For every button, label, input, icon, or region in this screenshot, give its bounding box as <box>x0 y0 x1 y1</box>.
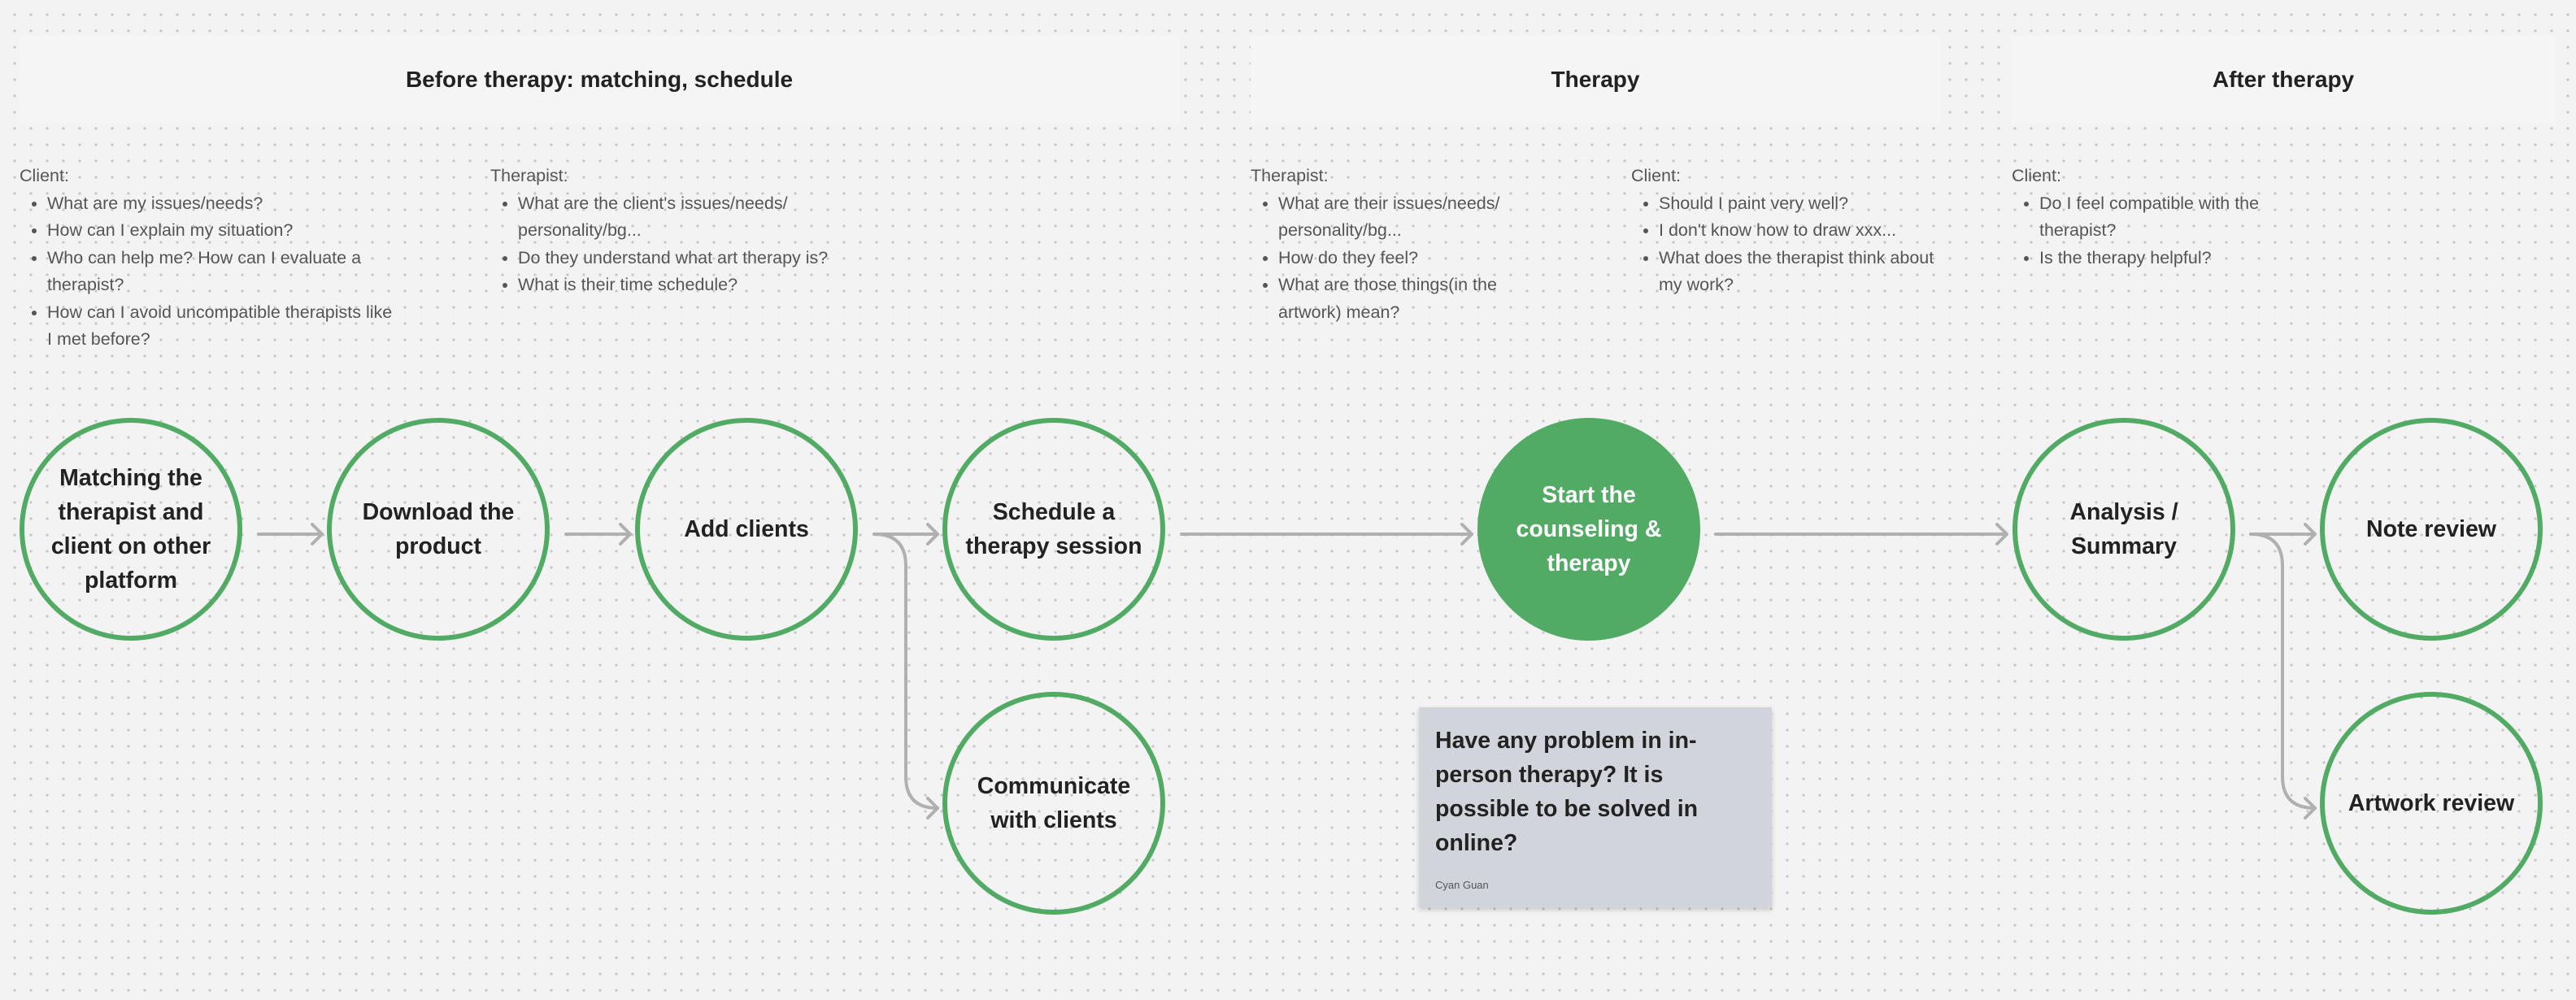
node-label: Add clients <box>684 516 809 542</box>
list-item: How can I avoid uncompatible therapists … <box>47 299 394 354</box>
sticky-note[interactable]: Have any problem in in-person therapy? I… <box>1419 707 1772 907</box>
list-item: Do I feel compatible with the therapist? <box>2039 190 2304 245</box>
node-label: Start the counseling & therapy <box>1516 482 1662 576</box>
sticky-author: Cyan Guan <box>1435 879 1489 891</box>
node-add-clients[interactable]: Add clients <box>635 418 858 641</box>
notes-list: What are my issues/needs? How can I expl… <box>20 190 394 354</box>
list-item: What are the client's issues/needs/ pers… <box>518 190 832 245</box>
list-item: What are those things(in the artwork) me… <box>1278 272 1531 326</box>
phase-header-therapy: Therapy <box>1251 36 1940 124</box>
node-label: Matching the therapist and client on oth… <box>50 465 211 593</box>
node-artwork-review[interactable]: Artwork review <box>2320 692 2543 915</box>
list-item: What are their issues/needs/ personality… <box>1278 190 1531 245</box>
arrow-schedule-to-start-therapy <box>1180 523 1473 546</box>
node-start-therapy[interactable]: Start the counseling & therapy <box>1477 418 1700 641</box>
node-label: Artwork review <box>2348 790 2515 816</box>
list-item: How can I explain my situation? <box>47 217 394 245</box>
list-item: What is their time schedule? <box>518 272 832 299</box>
notes-title: Therapist: <box>490 166 568 185</box>
arrow-download-to-add-clients <box>564 523 632 546</box>
list-item: How do they feel? <box>1278 245 1531 272</box>
notes-after-client: Client: Do I feel compatible with the th… <box>2012 163 2304 272</box>
phase-header-before-therapy: Before therapy: matching, schedule <box>20 36 1179 124</box>
list-item: What does the therapist think about my w… <box>1659 245 1940 299</box>
notes-therapy-therapist: Therapist: What are their issues/needs/ … <box>1251 163 1531 326</box>
node-communicate-clients[interactable]: Communicate with clients <box>942 692 1165 915</box>
notes-title: Client: <box>2012 166 2061 185</box>
arrow-analysis-to-artwork-review <box>2249 533 2317 820</box>
list-item: Who can help me? How can I evaluate a th… <box>47 245 394 299</box>
node-label: Communicate with clients <box>977 773 1131 833</box>
phase-header-after-therapy: After therapy <box>2012 36 2555 124</box>
notes-title: Therapist: <box>1251 166 1329 185</box>
node-download[interactable]: Download the product <box>327 418 550 641</box>
list-item: I don't know how to draw xxx... <box>1659 217 1940 245</box>
notes-list: Do I feel compatible with the therapist?… <box>2012 190 2304 272</box>
sticky-question: Have any problem in in-person therapy? I… <box>1435 728 1699 856</box>
arrow-add-clients-to-communicate <box>872 533 939 820</box>
node-label: Schedule a therapy session <box>965 499 1142 559</box>
arrow-start-therapy-to-analysis <box>1714 523 2008 546</box>
node-schedule-session[interactable]: Schedule a therapy session <box>942 418 1165 641</box>
notes-list: Should I paint very well? I don't know h… <box>1631 190 1940 299</box>
node-note-review[interactable]: Note review <box>2320 418 2543 641</box>
notes-before-client: Client: What are my issues/needs? How ca… <box>20 163 394 354</box>
node-label: Note review <box>2366 516 2496 542</box>
list-item: Should I paint very well? <box>1659 190 1940 218</box>
notes-list: What are the client's issues/needs/ pers… <box>490 190 832 299</box>
list-item: What are my issues/needs? <box>47 190 394 218</box>
node-analysis-summary[interactable]: Analysis / Summary <box>2012 418 2235 641</box>
notes-title: Client: <box>20 166 69 185</box>
notes-title: Client: <box>1631 166 1681 185</box>
list-item: Do they understand what art therapy is? <box>518 245 832 272</box>
list-item: Is the therapy helpful? <box>2039 245 2304 272</box>
notes-therapy-client: Client: Should I paint very well? I don'… <box>1631 163 1940 299</box>
notes-before-therapist: Therapist: What are the client's issues/… <box>490 163 832 299</box>
node-matching[interactable]: Matching the therapist and client on oth… <box>20 418 242 641</box>
arrow-matching-to-download <box>257 523 324 546</box>
node-label: Analysis / Summary <box>2069 499 2178 559</box>
node-label: Download the product <box>362 499 515 559</box>
notes-list: What are their issues/needs/ personality… <box>1251 190 1531 327</box>
